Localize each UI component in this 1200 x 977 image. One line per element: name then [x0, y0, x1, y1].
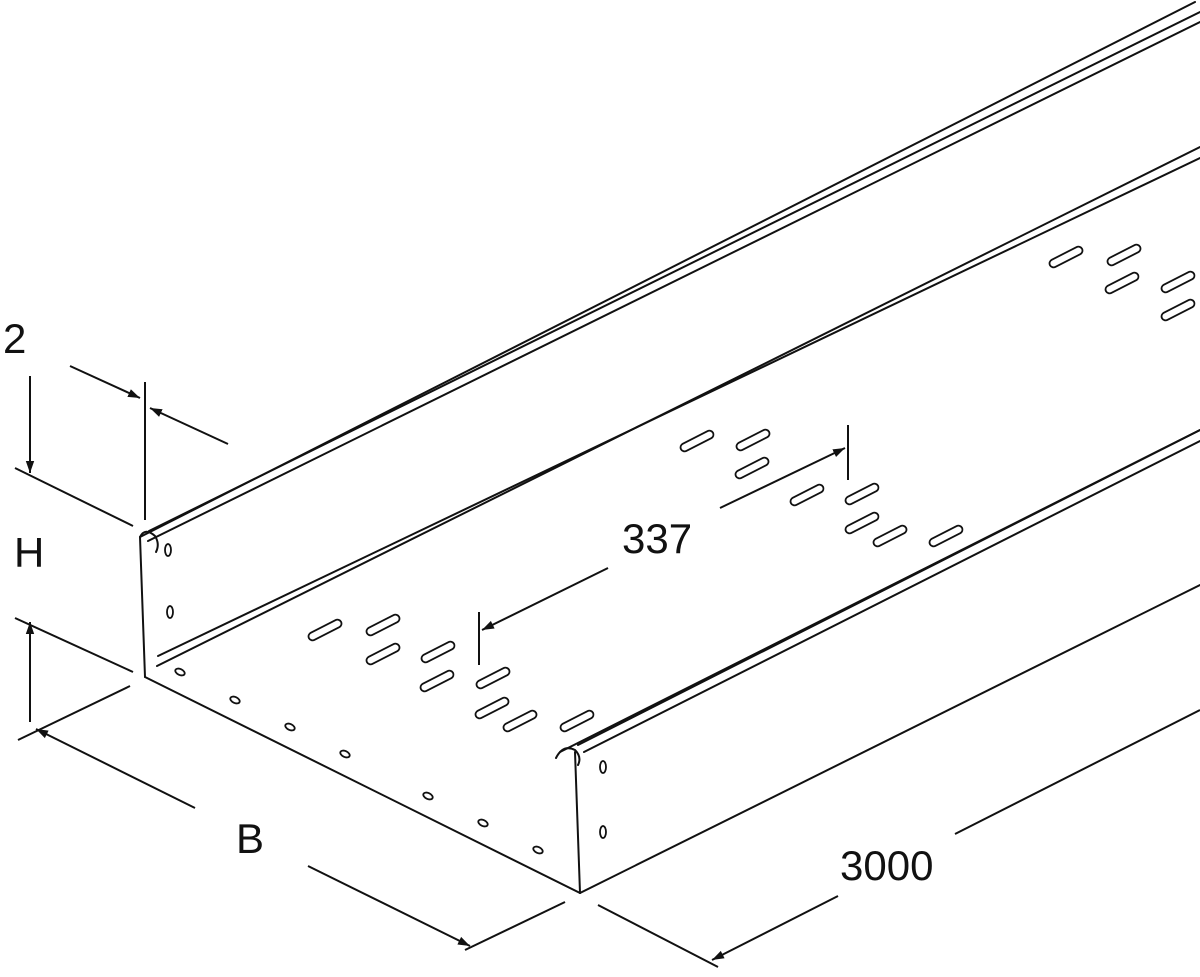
dim-3000-dimension-line — [954, 709, 1200, 835]
mounting-holes — [164, 543, 607, 855]
dim-2-arrow-right — [149, 407, 229, 445]
left-wall-curl — [139, 530, 159, 553]
length-label: 3000 — [840, 842, 934, 889]
dim-337-arrow-left — [481, 567, 609, 631]
slot-pitch-label: 337 — [622, 515, 693, 562]
dim-2-arrow-left — [69, 365, 141, 399]
height-label: H — [14, 529, 45, 576]
dim-337-arrow-right — [719, 447, 846, 509]
left-wall-top-edge-inner — [148, 11, 1200, 532]
dim-b-extension-right — [464, 901, 566, 951]
right-wall-inner-fold — [559, 429, 1200, 753]
wall-thickness-label: 2 — [3, 315, 27, 362]
floor-front-edge — [144, 676, 581, 894]
dim-3000-arrow — [711, 895, 839, 961]
dim-b-extension-left — [17, 685, 131, 741]
dim-3000-extension — [597, 904, 719, 968]
right-wall-top-edge-inner — [583, 440, 1200, 753]
dim-b-arrow-left — [35, 728, 196, 809]
dim-h-extension-bottom — [14, 617, 134, 673]
width-label: B — [236, 815, 265, 862]
right-wall-bottom-edge — [579, 584, 1200, 894]
floor-slots — [307, 243, 1196, 733]
dim-b-arrow-right — [307, 865, 471, 947]
left-wall-inner-fold-2 — [157, 157, 1200, 657]
dim-h-extension-top — [14, 467, 134, 527]
dimension-lines — [14, 365, 1200, 968]
right-wall-front-edge — [574, 751, 581, 894]
tray-body — [139, 1, 1200, 894]
left-wall-front-edge — [139, 536, 146, 678]
left-wall-lip — [147, 21, 1200, 542]
